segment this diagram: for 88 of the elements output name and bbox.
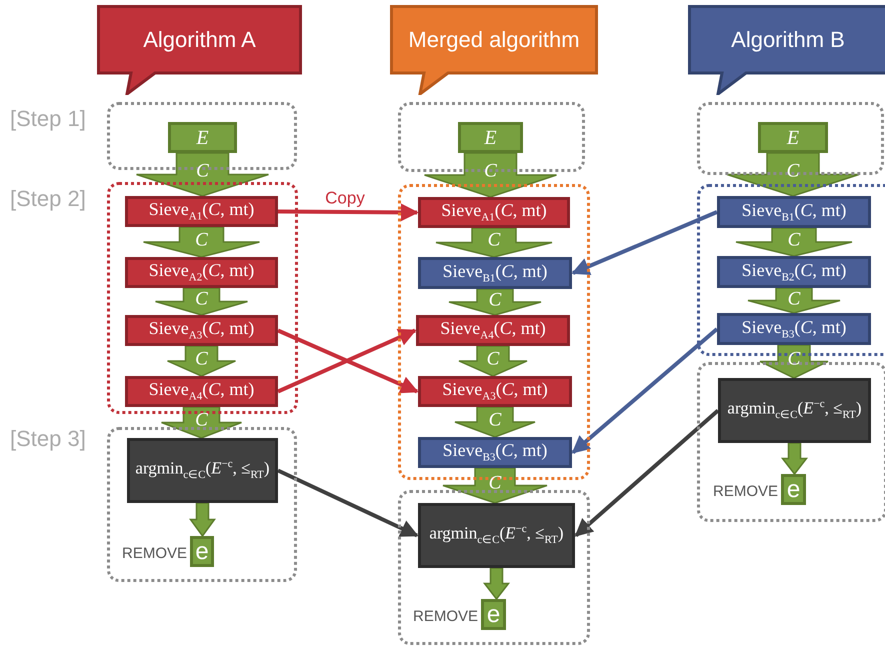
arrow <box>572 327 718 454</box>
step-frame <box>398 490 590 645</box>
node-label: Sieve$_{A3}$(C, mt) <box>442 380 548 403</box>
node-label: E <box>484 128 497 148</box>
sieve-box <box>125 196 278 227</box>
callout-box <box>97 5 302 95</box>
edge-label: Copy <box>323 190 367 206</box>
argmin-box <box>418 503 575 568</box>
edge-label: C <box>488 230 500 250</box>
step-label: [Step 1] <box>10 106 86 132</box>
arrow <box>277 468 419 538</box>
block-arrow <box>154 287 248 316</box>
node-label: E <box>196 128 209 148</box>
node-label: Sieve$_{B1}$(C, mt) <box>442 262 548 284</box>
callout-title: Algorithm A <box>142 26 257 54</box>
block-arrow <box>448 288 542 316</box>
sieve-box <box>125 315 278 346</box>
sieve-box <box>125 257 278 288</box>
process-box <box>458 122 523 153</box>
edge-label: C <box>195 290 208 309</box>
node-label: Sieve$_{A3}$(C, mt) <box>148 319 254 342</box>
step-frame <box>697 102 884 175</box>
node-label: argmin$_{c∈C}$(E$^{−c}$, ≤$_{RT}$) <box>135 459 270 482</box>
process-box <box>168 122 237 153</box>
edge-label: C <box>788 349 800 368</box>
node-label: Sieve$_{B3}$(C, mt) <box>742 318 846 340</box>
callout-box <box>390 5 598 95</box>
remove-label: REMOVE <box>412 608 478 625</box>
edge-label: C <box>484 162 497 181</box>
argmin-box <box>127 438 278 503</box>
remove-label: REMOVE <box>122 544 187 562</box>
block-arrow <box>189 502 216 538</box>
sieve-box <box>418 197 570 228</box>
block-arrow <box>166 345 236 377</box>
sieve-box <box>717 313 871 345</box>
edge-label: C <box>488 410 502 430</box>
block-arrow <box>454 406 536 438</box>
node-label: Sieve$_{A4}$(C, mt) <box>440 319 546 342</box>
step-frame <box>107 182 298 414</box>
edge-label: C <box>196 162 209 181</box>
node-label: Sieve$_{A4}$(C, mt) <box>148 380 254 403</box>
edge-label: C <box>486 349 500 368</box>
edge-label: C <box>788 289 800 308</box>
step-label: [Step 3] <box>10 426 86 452</box>
edge-label: C <box>488 473 502 492</box>
block-arrow <box>482 567 510 600</box>
arrow <box>571 210 718 275</box>
node-label: argmin$_{c∈C}$(E$^{−c}$, ≤$_{RT}$) <box>429 524 564 547</box>
edge-label: C <box>786 162 800 181</box>
edge-label: C <box>195 410 208 430</box>
block-arrow <box>435 227 553 258</box>
node-label: Sieve$_{B2}$(C, mt) <box>742 260 846 284</box>
node-label: Sieve$_{B1}$(C, mt) <box>742 200 846 224</box>
sieve-box <box>418 437 572 468</box>
argmin-box <box>718 378 871 443</box>
edge-label: C <box>788 230 800 250</box>
remove-label: REMOVE <box>712 482 778 500</box>
process-box <box>758 122 828 153</box>
step-label: [Step 2] <box>10 186 86 212</box>
node-label: argmin$_{c∈C}$(E$^{−c}$, ≤$_{RT}$) <box>727 399 862 422</box>
node-label: Sieve$_{A1}$(C, mt) <box>441 201 547 224</box>
node-label: e <box>786 478 800 502</box>
block-arrow <box>735 227 853 257</box>
node-label: e <box>486 602 500 626</box>
edge-label: C <box>195 230 208 250</box>
block-arrow <box>142 226 260 258</box>
sieve-box <box>418 257 572 289</box>
block-arrow <box>747 287 841 314</box>
sieve-box <box>418 376 572 407</box>
node-label: Sieve$_{B3}$(C, mt) <box>442 441 548 464</box>
sieve-box <box>416 315 570 346</box>
sieve-box <box>717 256 871 288</box>
sieve-box <box>717 196 871 228</box>
block-arrow <box>458 345 528 377</box>
arrow <box>574 409 720 537</box>
step-frame <box>107 427 297 582</box>
callout-title: Algorithm B <box>730 26 846 54</box>
node-label: E <box>786 128 800 148</box>
callout-title: Merged algorithm <box>407 26 581 54</box>
block-arrow <box>780 442 808 476</box>
callout-box <box>688 5 885 95</box>
sieve-box <box>125 376 278 407</box>
arrow <box>278 203 419 222</box>
edge-label: C <box>195 349 208 368</box>
edge-label: C <box>488 290 502 310</box>
node-label: e <box>195 540 209 564</box>
node-label: Sieve$_{A1}$(C, mt) <box>148 200 254 223</box>
node-label: Sieve$_{A2}$(C, mt) <box>148 261 254 284</box>
